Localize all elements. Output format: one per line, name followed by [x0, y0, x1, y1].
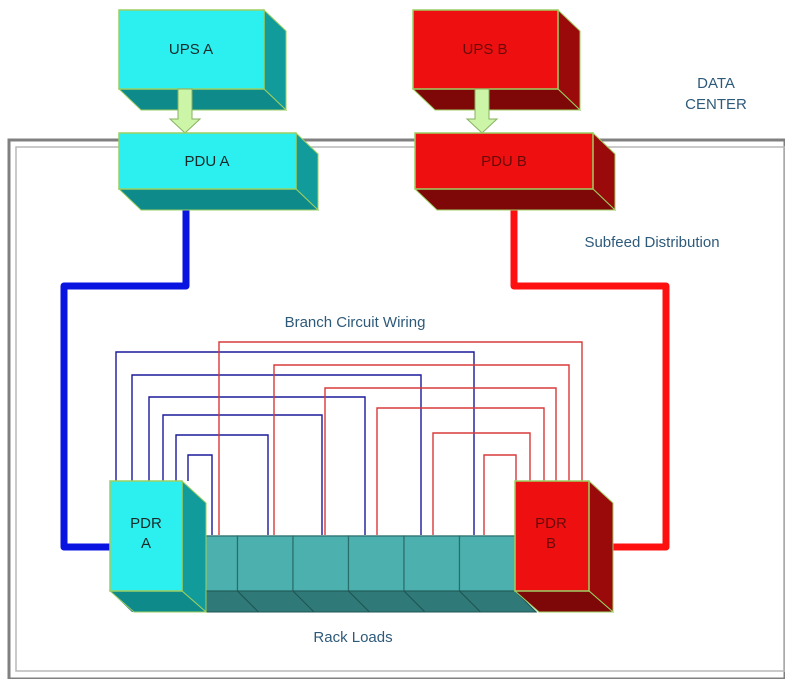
pdu-a-label: PDU A [184, 153, 229, 170]
pdr-b-label-line1: PDR [535, 515, 567, 532]
pdu-b-box: PDU B [413, 131, 617, 212]
subfeed-distribution-label: Subfeed Distribution [584, 234, 719, 251]
rack-load-4 [347, 535, 405, 592]
branch-circuits-b [218, 341, 583, 535]
rack-load-6 [458, 535, 516, 592]
pdu-a-box: PDU A [117, 131, 320, 212]
rack-load-5 [403, 535, 461, 592]
feed-line-a [60, 198, 190, 551]
ups-b-label: UPS B [462, 41, 507, 58]
ups-a-label: UPS A [169, 41, 213, 58]
pdr-a-label-line2: A [141, 535, 151, 552]
branch-circuit-wiring-label: Branch Circuit Wiring [285, 314, 426, 331]
ups-a-to-pdu-a-arrow [168, 88, 202, 134]
rack-load-3 [292, 535, 350, 592]
ups-a-box: UPS A [117, 8, 288, 112]
pdr-b-box: PDR B [513, 479, 615, 614]
pdu-b-label: PDU B [481, 153, 527, 170]
rack-loads-label: Rack Loads [313, 629, 392, 646]
ups-b-to-pdu-b-arrow [465, 88, 499, 134]
ups-b-box: UPS B [411, 8, 582, 112]
rack-load-base-6 [458, 590, 538, 613]
data-center-label-line1: DATA [697, 75, 735, 92]
pdr-b-label-line2: B [546, 535, 556, 552]
rack-load-2 [236, 535, 294, 592]
data-center-label-line2: CENTER [685, 96, 747, 113]
pdr-a-box: PDR A [108, 479, 208, 614]
data-center-outline [7, 138, 785, 679]
pdr-a-label-line1: PDR [130, 515, 162, 532]
feed-line-b [510, 198, 670, 551]
branch-circuits-a [115, 351, 475, 535]
